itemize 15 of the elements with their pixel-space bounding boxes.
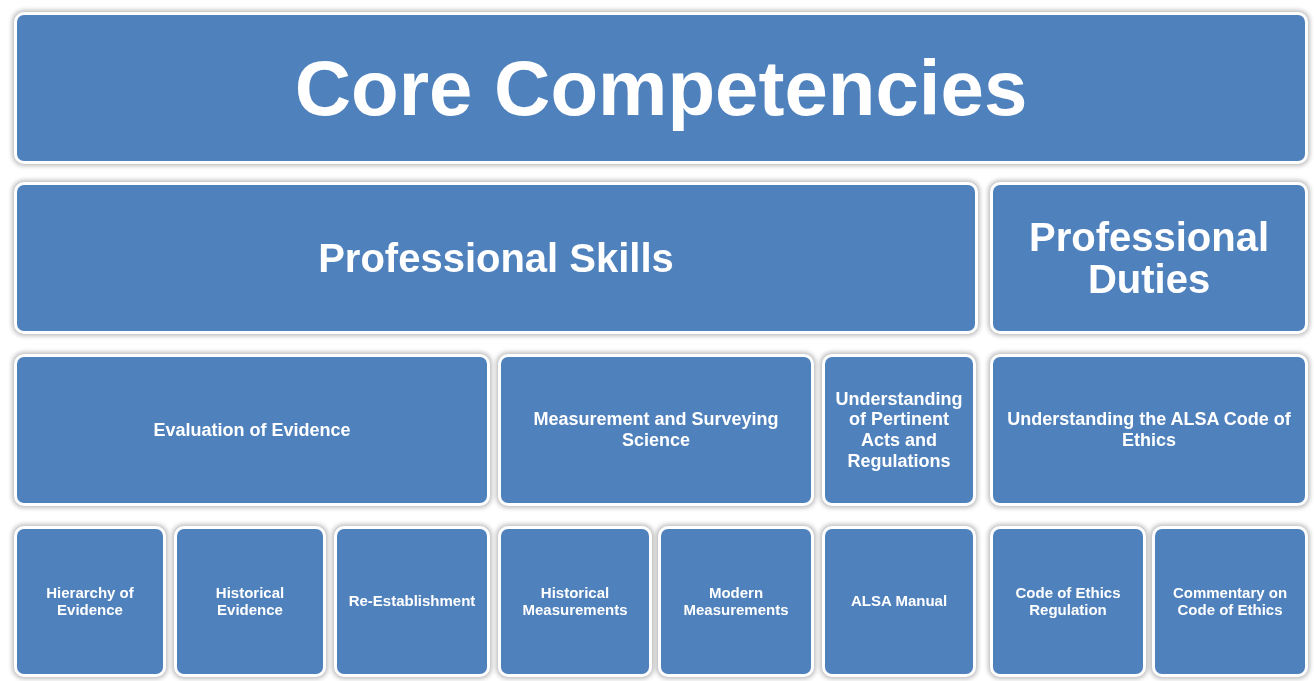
- topic-box: Code of Ethics Regulation: [990, 526, 1146, 677]
- topic-box: Commentary on Code of Ethics: [1152, 526, 1308, 677]
- category-box: Professional Skills: [14, 182, 978, 334]
- competency-box: Understanding the ALSA Code of Ethics: [990, 354, 1308, 506]
- topic-box: Modern Measurements: [658, 526, 814, 677]
- competency-box: Evaluation of Evidence: [14, 354, 490, 506]
- category-box: Professional Duties: [990, 182, 1308, 334]
- topic-box: Historical Measurements: [498, 526, 652, 677]
- competency-box: Measurement and Surveying Science: [498, 354, 814, 506]
- competency-box: Understanding of Pertinent Acts and Regulations: [822, 354, 976, 506]
- topic-box: Historical Evidence: [174, 526, 326, 677]
- topic-box: Hierarchy of Evidence: [14, 526, 166, 677]
- topic-box: ALSA Manual: [822, 526, 976, 677]
- title-box: Core Competencies: [14, 12, 1308, 164]
- topic-box: Re-Establishment: [334, 526, 490, 677]
